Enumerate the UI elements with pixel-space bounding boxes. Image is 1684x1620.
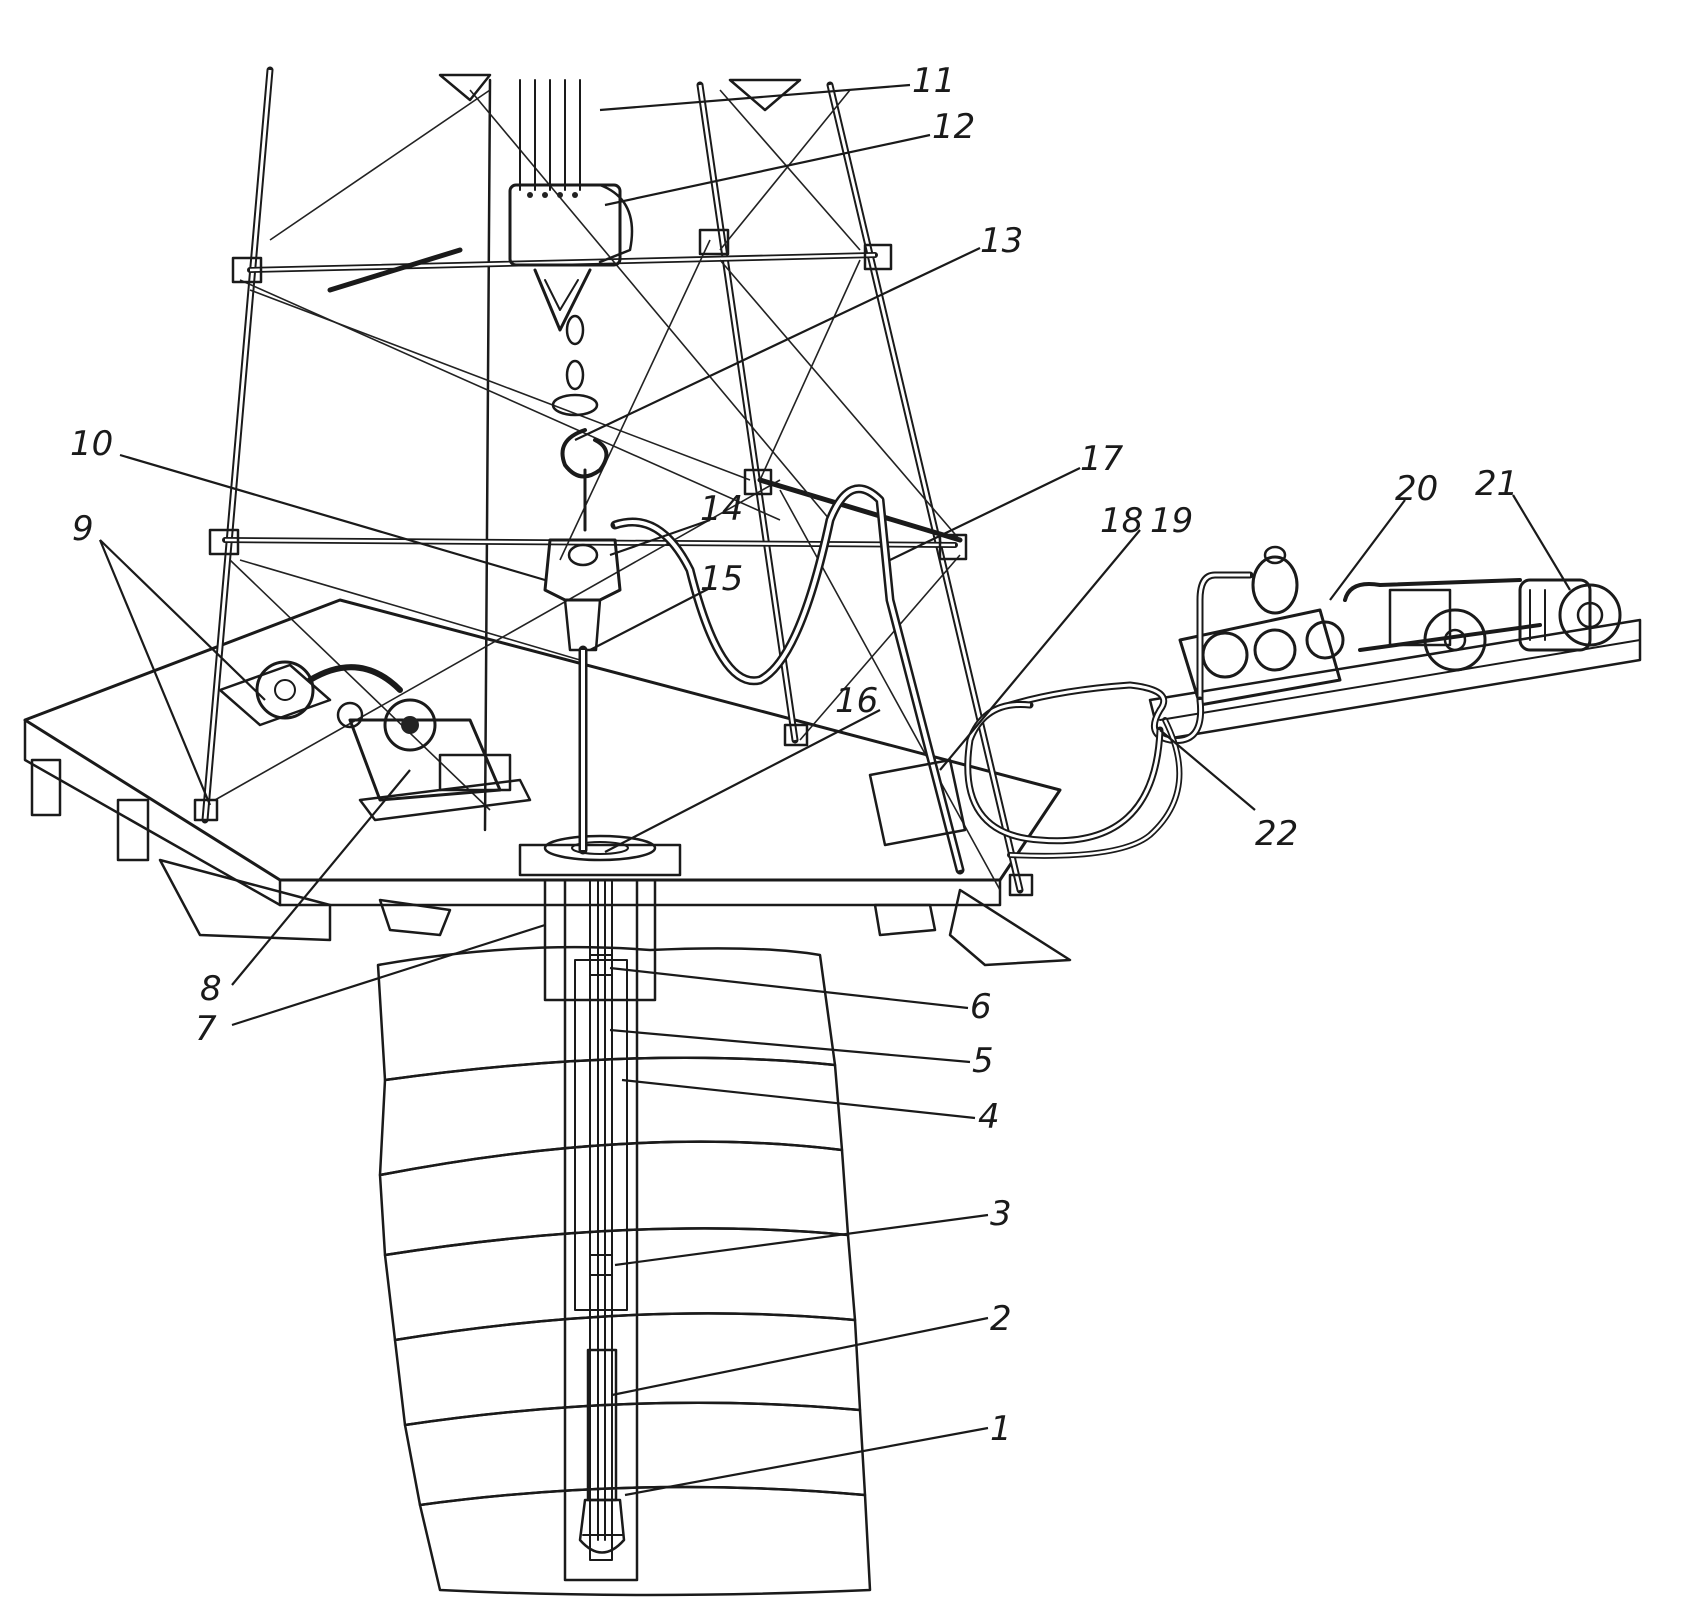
callout-17: 17 xyxy=(1080,439,1124,479)
callout-8: 8 xyxy=(200,969,222,1009)
callout-labels: 1 2 3 4 5 6 7 8 9 10 11 12 13 14 15 16 1… xyxy=(70,61,1518,1449)
callout-3: 3 xyxy=(990,1194,1012,1234)
derrick-leg xyxy=(483,78,492,832)
support-skid xyxy=(948,888,1072,967)
hoisting-assembly xyxy=(508,79,965,875)
support-pier xyxy=(30,758,62,817)
drawworks xyxy=(218,660,532,822)
mud-pump-unit xyxy=(1148,545,1642,742)
callout-21: 21 xyxy=(1475,464,1518,504)
rotary-table xyxy=(518,843,682,877)
callout-14: 14 xyxy=(700,489,743,529)
callout-7: 7 xyxy=(195,1009,217,1049)
support-pier xyxy=(116,798,150,862)
pulley xyxy=(1423,608,1487,672)
conductor-casing xyxy=(543,878,657,1002)
callout-18: 18 xyxy=(1100,501,1143,541)
engine-wheel xyxy=(255,660,315,720)
callout-20: 20 xyxy=(1395,469,1438,509)
support-skid xyxy=(158,858,332,942)
drill-floor xyxy=(23,598,1072,967)
hook xyxy=(560,428,609,479)
stratum-layer xyxy=(383,1227,857,1342)
callout-4: 4 xyxy=(978,1097,1000,1137)
callout-22: 22 xyxy=(1255,814,1298,854)
callout-9: 9 xyxy=(72,509,94,549)
callout-11: 11 xyxy=(912,61,955,101)
callout-19: 19 xyxy=(1150,501,1193,541)
stratum-layer xyxy=(393,1312,862,1427)
tool-joint xyxy=(589,1254,613,1276)
stratum-layer xyxy=(418,1485,872,1597)
ground-strata xyxy=(376,945,872,1597)
traveling-block xyxy=(508,183,622,267)
derrick xyxy=(193,66,1034,897)
callout-5: 5 xyxy=(972,1041,994,1081)
casing-string xyxy=(574,959,628,1311)
tool-joint xyxy=(589,954,613,976)
callout-2: 2 xyxy=(990,1299,1012,1339)
callout-15: 15 xyxy=(700,559,743,599)
callout-10: 10 xyxy=(70,424,113,464)
air-chamber xyxy=(1251,555,1299,615)
support-skid xyxy=(378,898,452,937)
callout-1: 1 xyxy=(990,1409,1012,1449)
deck-surface xyxy=(23,598,1062,882)
stratum-layer xyxy=(378,1140,850,1257)
electric-motor xyxy=(1518,578,1592,652)
support-skid xyxy=(873,903,937,937)
hook-eye xyxy=(551,393,599,417)
drill-bit xyxy=(578,1498,626,1554)
callout-13: 13 xyxy=(980,221,1023,261)
callout-16: 16 xyxy=(835,681,878,721)
callout-6: 6 xyxy=(970,987,992,1027)
leader-lines xyxy=(98,83,1571,1497)
callout-12: 12 xyxy=(932,107,975,147)
